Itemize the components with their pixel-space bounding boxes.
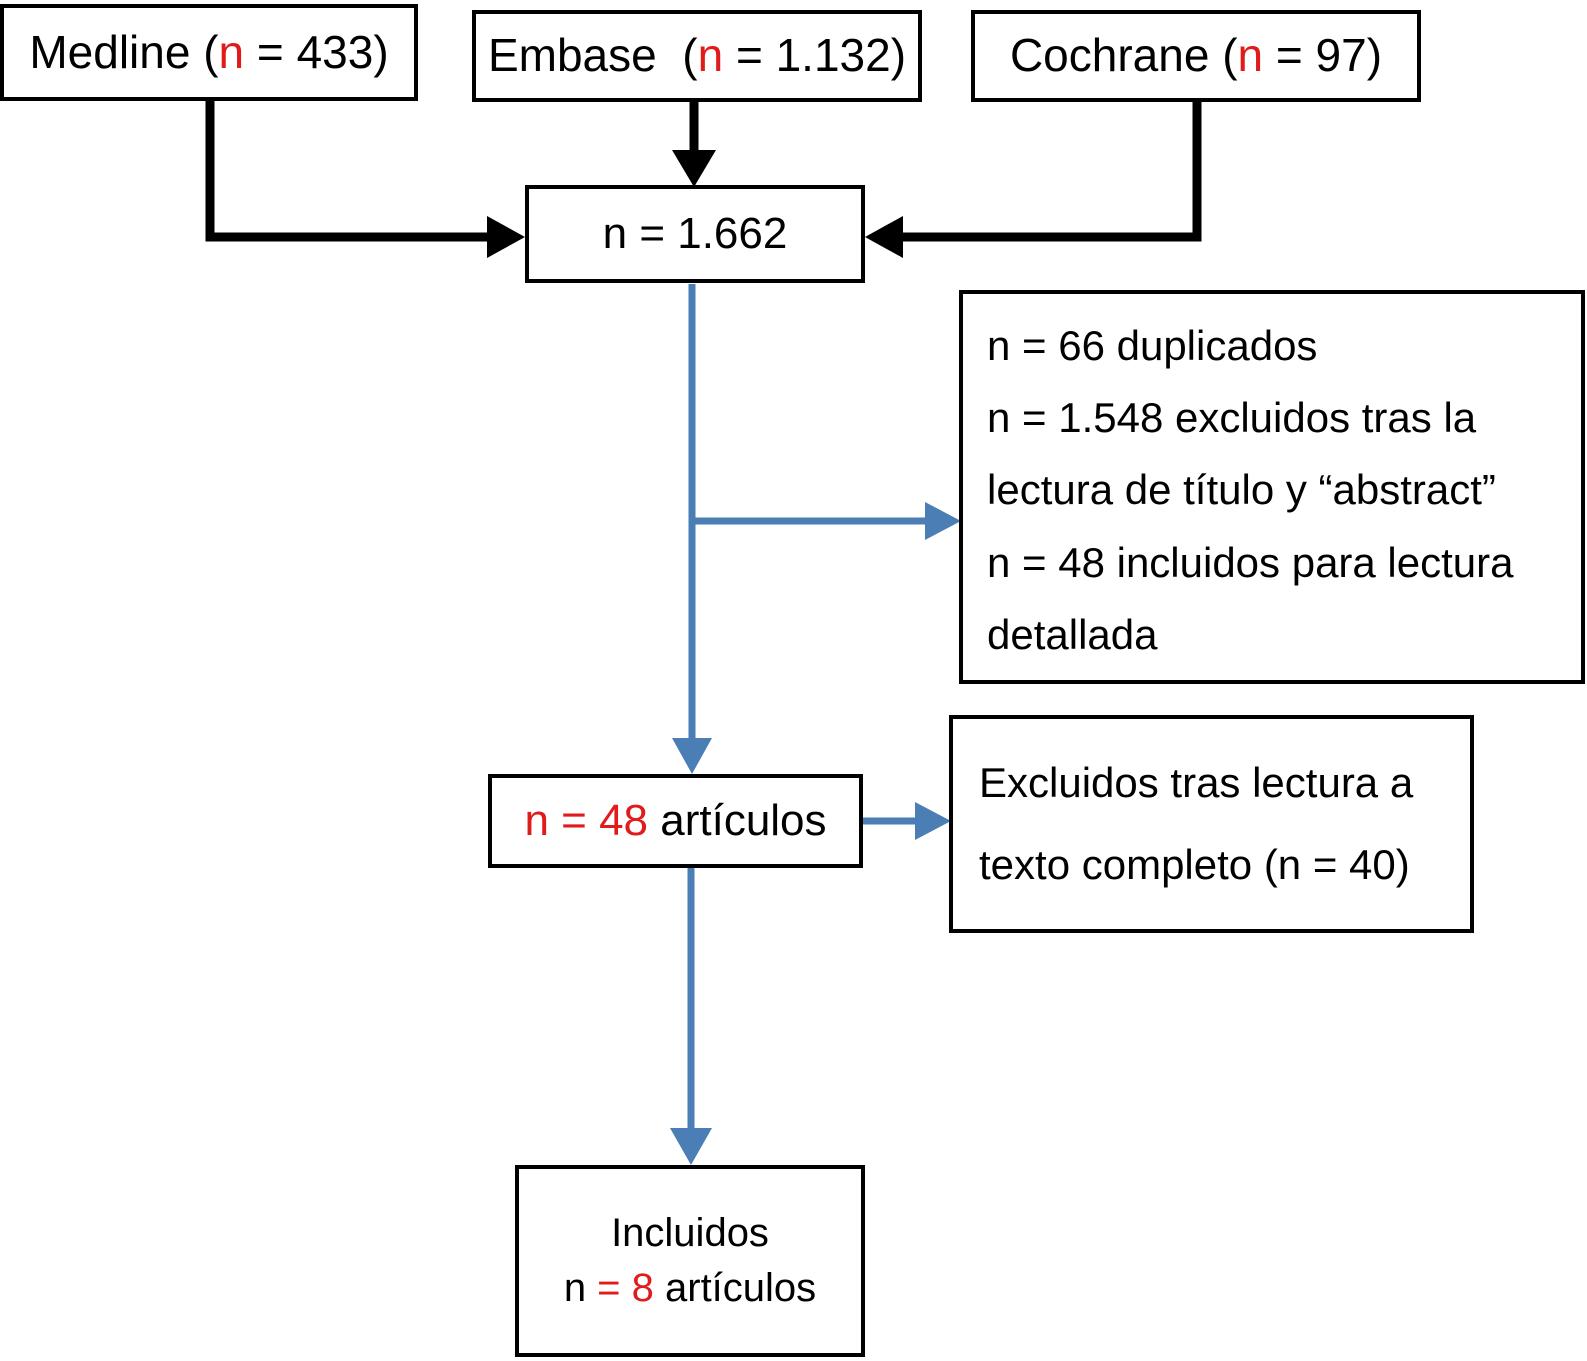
paren-close: ): [1366, 29, 1383, 82]
articles-count: n = 48: [524, 796, 649, 846]
n-symbol: n: [218, 25, 245, 78]
exclusion-line-lectura-titulo: lectura de título y “abstract”: [987, 466, 1496, 514]
source-label-medline: Medline (n = 433): [29, 25, 389, 79]
included-word: artículos: [653, 1266, 817, 1310]
source-label-embase: Embase (n = 1.132): [487, 29, 907, 82]
source-count-medline: = 433: [256, 25, 374, 78]
articles-box[interactable]: n = 48 artículos: [488, 774, 863, 868]
n-symbol: n: [1237, 29, 1264, 82]
fulltext-exclusions-text: Excluidos tras lectura a texto completo …: [979, 742, 1413, 906]
connector-articles-to-included: [670, 868, 712, 1165]
articles-label: n = 48 artículos: [524, 796, 826, 845]
fulltext-exclusions-box[interactable]: Excluidos tras lectura a texto completo …: [949, 715, 1474, 933]
connector-total-to-articles: [672, 284, 712, 774]
articles-word: artículos: [648, 796, 827, 846]
connector-embase-to-total: [672, 102, 716, 187]
exclusion-line-detallada: detallada: [987, 610, 1158, 658]
fulltext-exclusion-line2: texto completo (n = 40): [979, 841, 1410, 888]
included-title: Incluidos: [611, 1210, 769, 1255]
total-records-label: n = 1.662: [602, 209, 788, 259]
exclusion-line-incluidos: n = 48 incluidos para lectura: [987, 538, 1514, 586]
source-count-cochrane: = 97: [1275, 29, 1367, 82]
connector-total-to-screening-exclusions: [692, 502, 961, 540]
source-box-embase[interactable]: Embase (n = 1.132): [472, 10, 922, 102]
paren-open: (: [682, 29, 698, 82]
included-text: Incluidos n = 8 artículos: [564, 1206, 816, 1316]
source-box-cochrane[interactable]: Cochrane (n = 97): [971, 10, 1421, 102]
connector-cochrane-to-total: [865, 102, 1202, 258]
n-symbol: n: [697, 29, 724, 82]
paren-close: ): [890, 29, 907, 82]
exclusion-line-excluidos: n = 1.548 excluidos tras la: [987, 394, 1477, 442]
connector-medline-to-total: [205, 101, 525, 258]
paren-open: (: [1222, 29, 1238, 82]
connector-articles-to-fulltext-exclusions: [863, 802, 951, 840]
total-records-box[interactable]: n = 1.662: [525, 185, 865, 283]
included-count: = 8: [597, 1266, 654, 1310]
source-label-cochrane: Cochrane (n = 97): [1009, 29, 1383, 82]
source-name-cochrane: Cochrane: [1009, 29, 1210, 82]
included-box[interactable]: Incluidos n = 8 artículos: [515, 1165, 865, 1357]
source-count-embase: = 1.132: [735, 29, 891, 82]
fulltext-exclusion-line1: Excluidos tras lectura a: [979, 759, 1414, 807]
source-box-medline[interactable]: Medline (n = 433): [0, 4, 418, 101]
source-name-medline: Medline: [29, 25, 191, 78]
paren-open: (: [203, 25, 219, 78]
screening-exclusions-text: n = 66 duplicados n = 1.548 excluidos tr…: [987, 310, 1514, 671]
exclusion-line-duplicados: n = 66 duplicados: [987, 322, 1318, 369]
paren-close: ): [373, 25, 389, 78]
screening-exclusions-box[interactable]: n = 66 duplicados n = 1.548 excluidos tr…: [959, 290, 1585, 684]
source-name-embase: Embase: [487, 29, 657, 82]
included-n-prefix: n: [563, 1266, 598, 1310]
